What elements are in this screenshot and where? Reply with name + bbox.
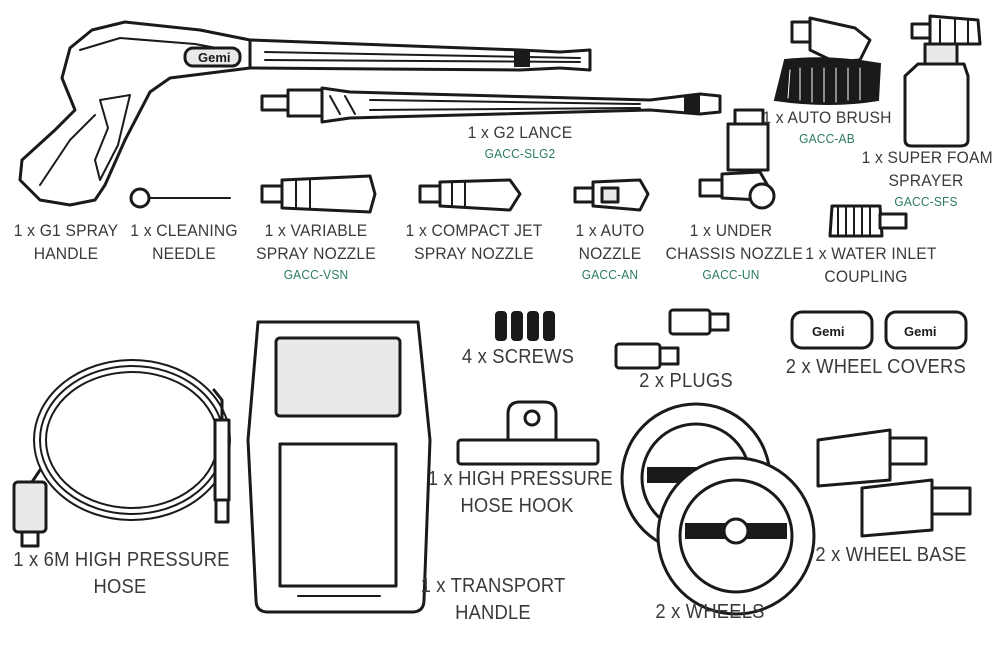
- cleaning-needle-drawing: [129, 187, 231, 209]
- wheel-cover-logo-1: Gemi: [812, 324, 845, 339]
- water-inlet-drawing: [828, 204, 908, 238]
- screws-drawing: [495, 311, 555, 341]
- g2-lance-drawing: [260, 86, 722, 124]
- wheels-drawing: [620, 402, 816, 616]
- label-wheel-covers: 2 x WHEEL COVERS: [785, 356, 966, 378]
- wheel-cover-logo-2: Gemi: [904, 324, 937, 339]
- auto-brush-drawing: [773, 16, 882, 105]
- handle-logo-text: Gemi: [198, 50, 231, 65]
- wheel-covers-drawing: Gemi Gemi: [790, 310, 968, 350]
- hose-drawing: [12, 359, 231, 548]
- spray-handle-drawing: Gemi: [18, 20, 592, 207]
- auto-nozzle-drawing: [573, 178, 650, 212]
- label-plugs: 2 x PLUGS: [639, 370, 733, 392]
- transport-handle-drawing: [246, 320, 432, 614]
- compact-jet-drawing: [418, 178, 522, 212]
- foam-sprayer-drawing: [903, 14, 982, 148]
- variable-nozzle-drawing: [260, 174, 377, 214]
- label-wheels: 2 x WHEELS: [655, 601, 765, 623]
- wheel-base-drawing: [816, 428, 972, 538]
- label-wheel-base: 2 x WHEEL BASE: [815, 544, 967, 566]
- label-screws: 4 x SCREWS: [461, 346, 575, 368]
- hose-hook-drawing: [456, 400, 600, 466]
- under-chassis-drawing: [698, 108, 776, 210]
- plugs-drawing: [614, 308, 730, 370]
